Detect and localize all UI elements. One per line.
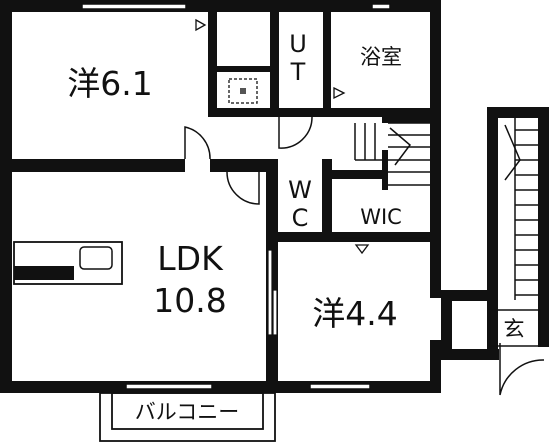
doors: [184, 116, 545, 396]
sliding-door: [267, 249, 278, 336]
window-western1-top: [81, 3, 187, 10]
window-balcony: [125, 383, 213, 390]
label-western-2: 洋4.4: [312, 294, 397, 333]
kitchen-counter: [13, 241, 123, 285]
window-bath-top: [371, 3, 391, 10]
wall-right-upper: [430, 0, 441, 298]
label-ut-u: U: [289, 30, 307, 58]
label-bath: 浴室: [360, 45, 402, 69]
storage-fixture: [228, 78, 258, 104]
wall-wic-top: [332, 170, 382, 179]
label-ldk: LDK: [157, 239, 224, 278]
tower-stairs: [504, 118, 538, 300]
door-western1: [184, 126, 211, 160]
wall-wc-right: [322, 159, 332, 242]
tower-walls: [441, 107, 549, 360]
door-ldk: [226, 171, 260, 205]
markers: [195, 18, 370, 255]
wall-hall-top: [208, 108, 430, 117]
wall-western2-top: [266, 232, 441, 242]
label-western-1: 洋6.1: [67, 64, 152, 103]
label-ldk-size: 10.8: [153, 281, 226, 320]
window-western2-bottom: [309, 383, 371, 390]
label-wc-c: C: [292, 204, 309, 232]
wall-bottom: [0, 381, 441, 393]
wall-western1-right: [208, 0, 217, 116]
wall-left: [0, 0, 12, 393]
label-wic: WIC: [360, 205, 402, 229]
wall-ldk-top: [210, 159, 278, 172]
entrance-box: [489, 309, 541, 347]
storage-dot: [240, 88, 246, 94]
wall-storage: [217, 66, 270, 72]
wall-stair-mid: [382, 150, 388, 190]
main-stairs: [354, 122, 430, 186]
door-ut: [278, 116, 313, 149]
label-wc-w: W: [288, 176, 312, 204]
wall-stair-left: [382, 117, 430, 123]
windows: [81, 3, 391, 390]
label-entrance: 玄: [504, 317, 525, 341]
door-entrance: [499, 343, 545, 396]
wall-right-lower: [430, 340, 441, 393]
label-balcony: バルコニー: [135, 400, 240, 424]
wall-ut-left: [270, 0, 279, 108]
label-ut-t: T: [290, 58, 306, 86]
wall-western1-bottom-left: [0, 159, 185, 172]
wall-bath-left: [323, 0, 331, 108]
balcony: [99, 392, 276, 442]
